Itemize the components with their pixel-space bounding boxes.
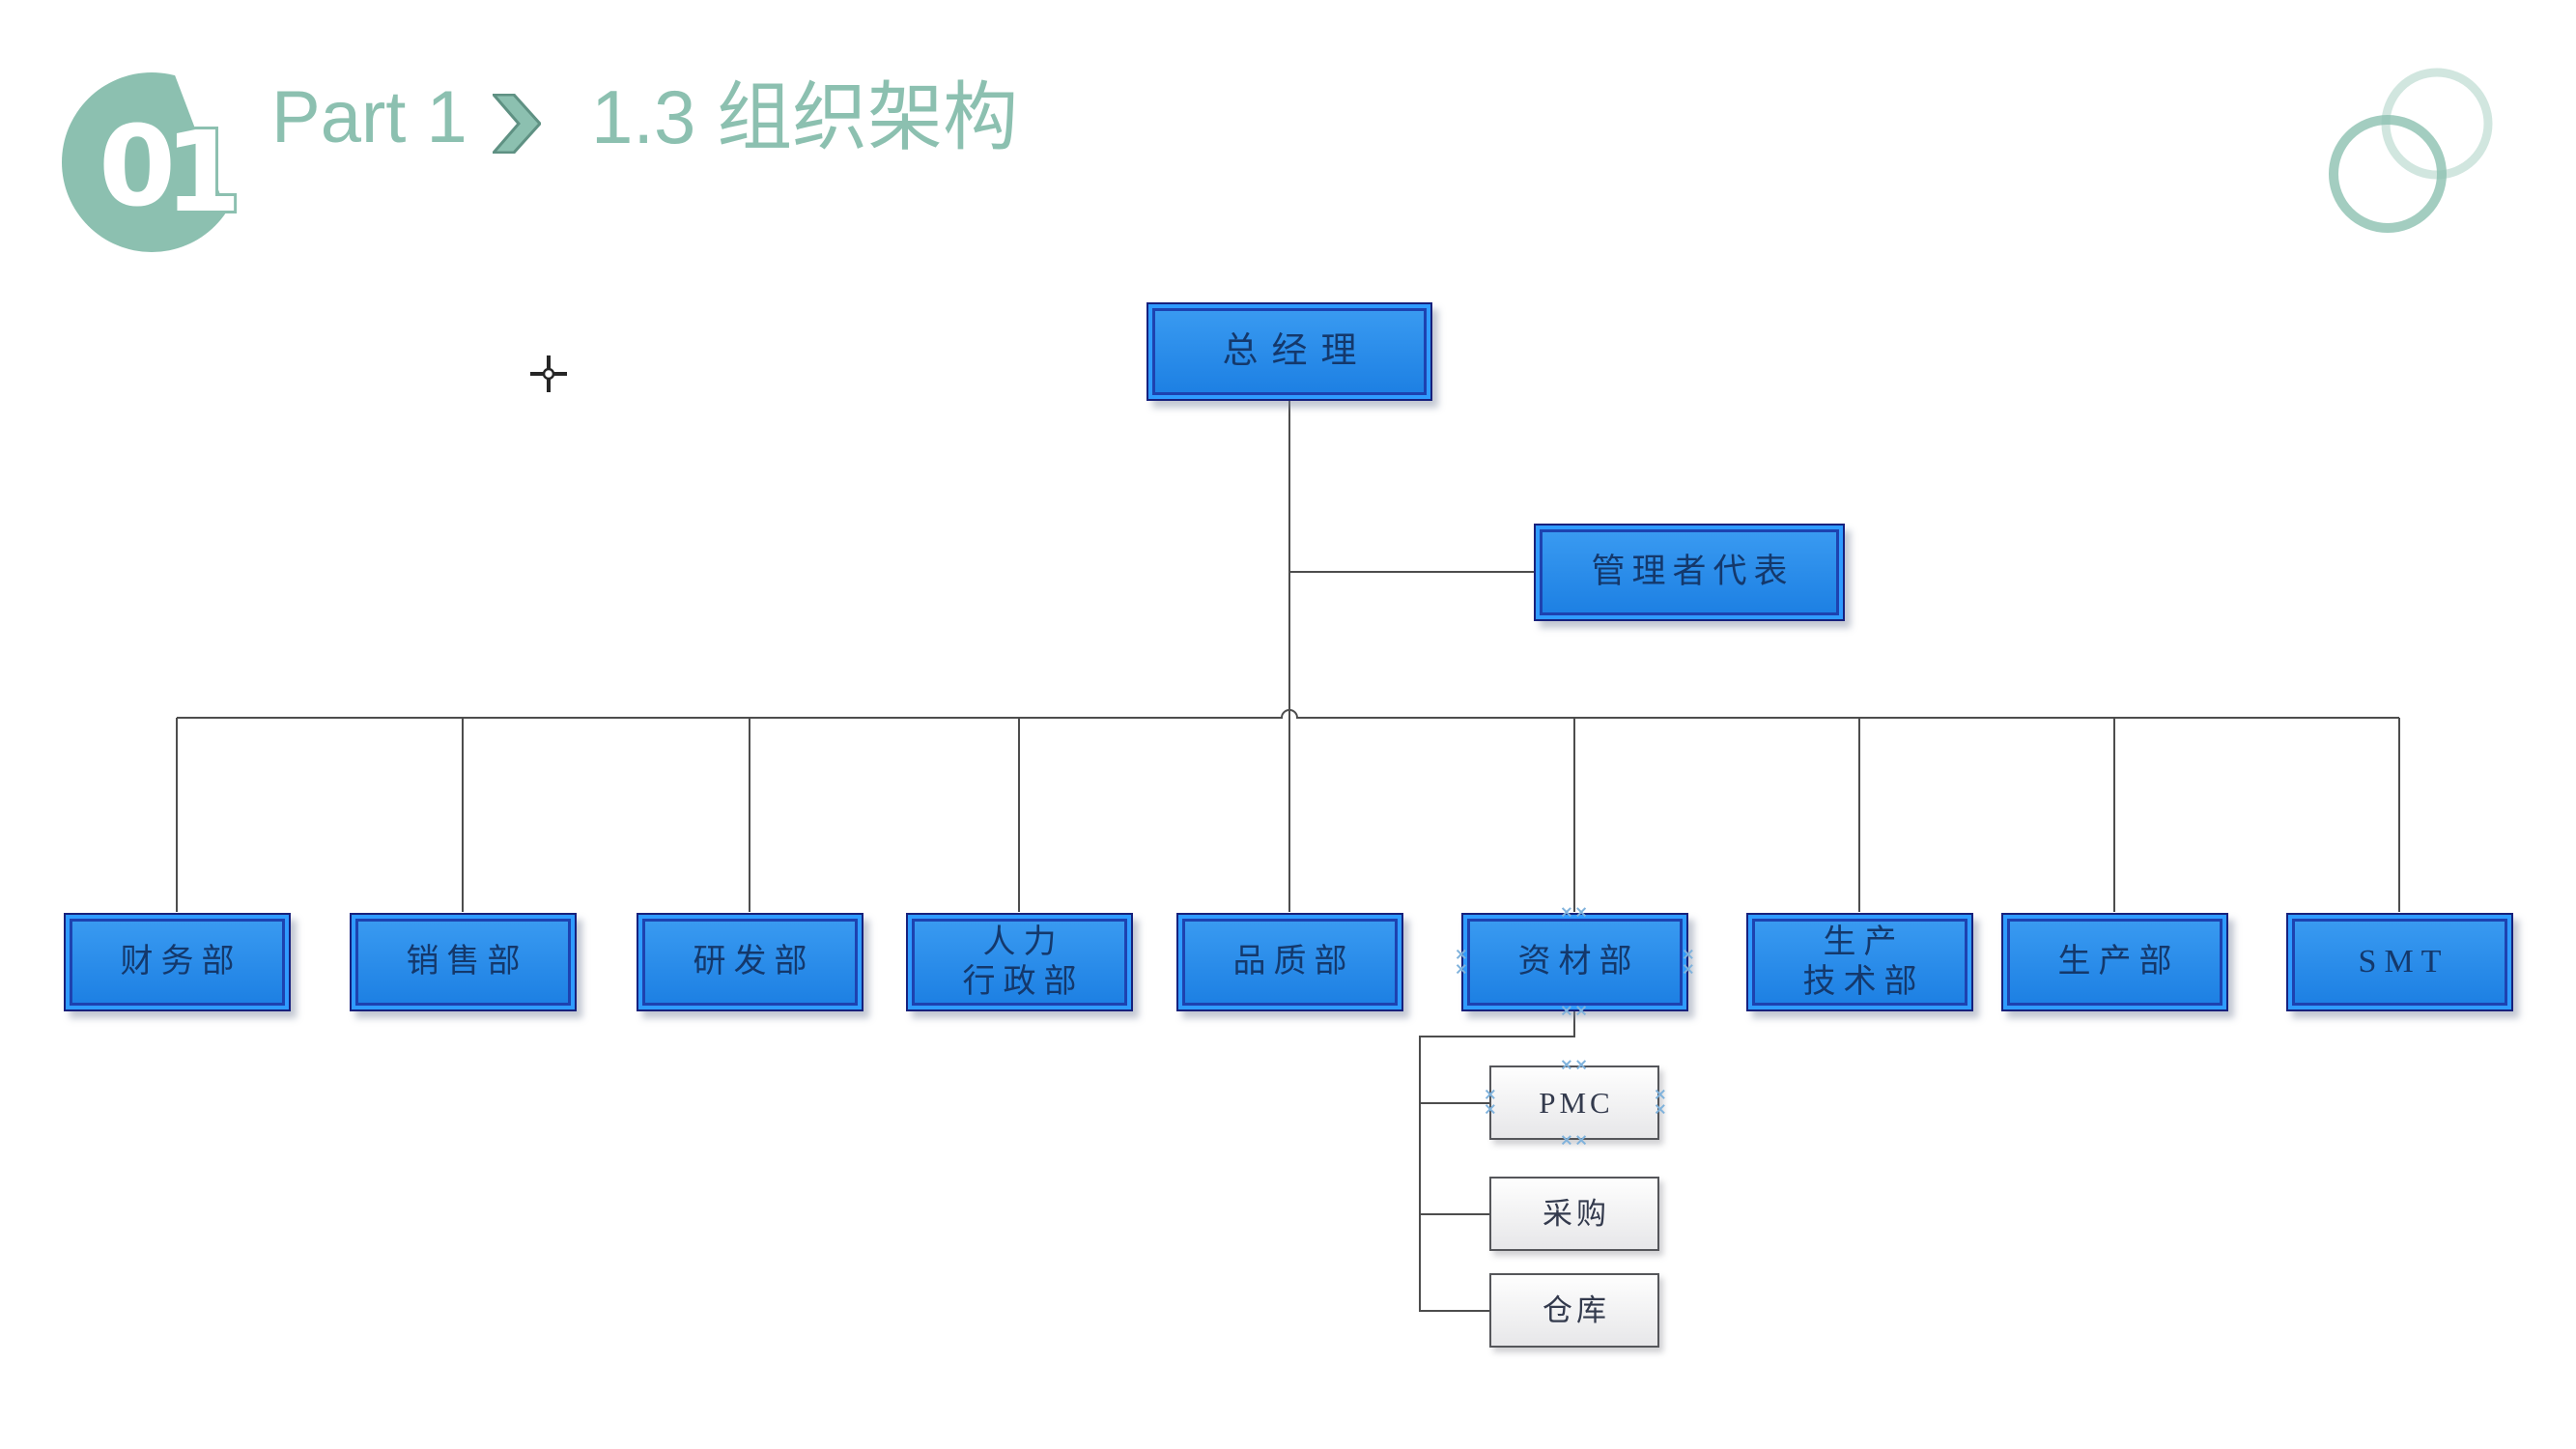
org-node-quality-label: 品质部	[1232, 944, 1355, 980]
org-node-pmc-label: PMC	[1539, 1085, 1614, 1120]
selection-handle-icon: ××	[1480, 1087, 1500, 1118]
selection-handle-icon: ××	[1678, 947, 1698, 978]
badge-digit: 0	[99, 102, 176, 232]
org-node-quality[interactable]: 品质部	[1176, 913, 1403, 1011]
org-node-warehouse[interactable]: 仓库	[1489, 1273, 1659, 1348]
org-node-hr-admin[interactable]: 人力 行政部	[906, 913, 1133, 1011]
svg-text:0 1: 0 1	[99, 102, 241, 238]
org-node-purchasing[interactable]: 采购	[1489, 1177, 1659, 1251]
part-label: Part 1	[271, 76, 467, 158]
org-node-smt[interactable]: SMT	[2286, 913, 2513, 1011]
org-node-sales[interactable]: 销售部	[350, 913, 577, 1011]
org-node-general-manager-label: 总经理	[1222, 331, 1371, 372]
org-node-rnd[interactable]: 研发部	[637, 913, 863, 1011]
badge-digit: 1	[164, 108, 241, 238]
org-node-production-label: 生产部	[2057, 944, 2180, 980]
section-title: 1.3 组织架构	[591, 74, 1019, 159]
org-node-smt-label: SMT	[2358, 944, 2449, 980]
org-node-production[interactable]: 生产部	[2001, 913, 2228, 1011]
org-node-rnd-label: 研发部	[693, 944, 815, 980]
section-number-badge: 0 1	[62, 52, 257, 252]
drop-lines	[176, 718, 2400, 912]
org-node-materials[interactable]: 资材部	[1461, 913, 1688, 1011]
chevron-icon	[493, 94, 541, 154]
org-node-warehouse-label: 仓库	[1543, 1293, 1610, 1327]
selection-handle-icon: ××	[1650, 1087, 1670, 1118]
org-node-production-tech-label: 生产 技术部	[1802, 923, 1925, 1000]
selection-handle-icon: ××	[1559, 1130, 1590, 1151]
org-node-purchasing-label: 采购	[1543, 1196, 1610, 1231]
selection-handle-icon: ××	[1451, 947, 1471, 978]
overlapping-rings-icon	[2329, 68, 2493, 233]
org-node-production-tech[interactable]: 生产 技术部	[1746, 913, 1973, 1011]
org-node-materials-label: 资材部	[1517, 944, 1640, 980]
materials-subtree-connector	[1419, 1011, 1575, 1312]
badge-notch	[166, 52, 257, 205]
crosshair-cursor-icon	[530, 355, 567, 392]
org-node-management-representative[interactable]: 管理者代表	[1534, 524, 1845, 621]
org-node-hr-admin-label: 人力 行政部	[962, 923, 1085, 1000]
selection-handle-icon: ××	[1559, 902, 1590, 923]
org-node-pmc[interactable]: PMC	[1489, 1065, 1659, 1140]
selection-handle-icon: ××	[1559, 1001, 1590, 1021]
org-node-sales-label: 销售部	[406, 944, 528, 980]
org-node-general-manager[interactable]: 总经理	[1146, 302, 1432, 401]
bus-line	[177, 709, 2399, 719]
org-node-finance[interactable]: 财务部	[64, 913, 291, 1011]
org-node-finance-label: 财务部	[120, 944, 242, 980]
selection-handle-icon: ××	[1559, 1055, 1590, 1075]
org-node-management-representative-label: 管理者代表	[1591, 553, 1795, 591]
